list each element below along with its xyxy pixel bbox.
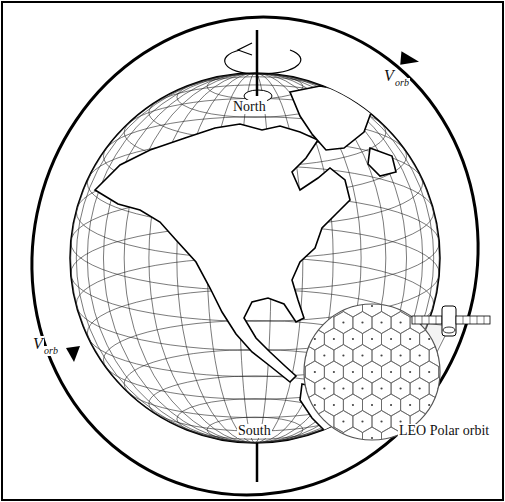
rotation-arrowhead: [238, 43, 252, 55]
orbit-label: LEO Polar orbit: [398, 424, 490, 438]
orbit-arrow: [66, 346, 80, 362]
velocity-symbol: V: [383, 68, 395, 84]
pole-label: North: [232, 100, 267, 114]
rotation-axis: [256, 440, 259, 482]
velocity-symbol: V: [32, 336, 44, 352]
rotation-arrow: [225, 50, 301, 74]
velocity-subscript: orb: [43, 346, 59, 356]
globe: [70, 73, 440, 443]
satellite: [412, 306, 490, 336]
rotation-axis: [256, 30, 259, 96]
pole-label: South: [237, 424, 272, 438]
globe-grid: [71, 73, 440, 443]
orbit-arrow: [398, 48, 419, 66]
velocity-subscript: orb: [394, 78, 410, 88]
